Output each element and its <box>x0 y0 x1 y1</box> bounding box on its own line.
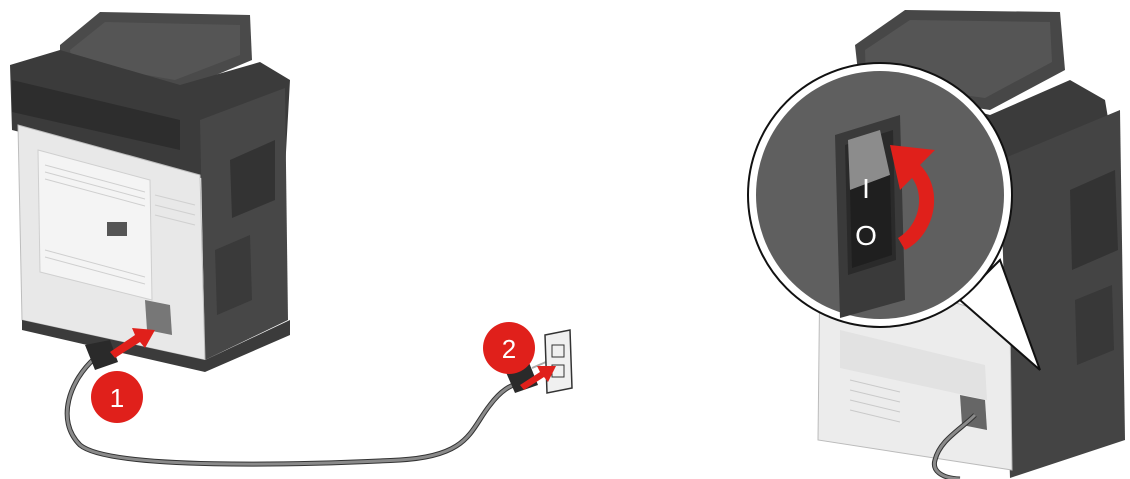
step-2-label: 2 <box>502 334 516 364</box>
wall-outlet-icon <box>545 330 572 393</box>
printer-left <box>10 12 290 372</box>
power-switch-callout: I O <box>748 63 1040 370</box>
switch-on-symbol: I <box>862 173 870 204</box>
switch-off-symbol: O <box>855 220 877 251</box>
step-1-label: 1 <box>110 383 124 413</box>
step-2-badge: 2 <box>483 322 535 374</box>
step-1-badge: 1 <box>91 371 143 423</box>
